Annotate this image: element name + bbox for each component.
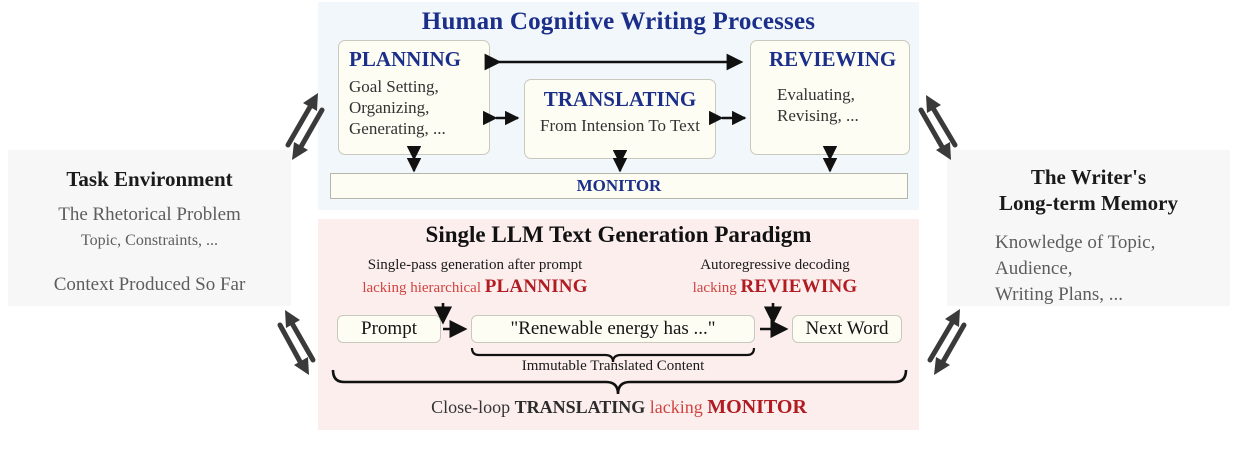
right-lacking-caption: lacking REVIEWING [630,276,920,299]
llm-panel-title: Single LLM Text Generation Paradigm [425,222,812,247]
translating-box: TRANSLATING From Intension To Text [524,79,716,159]
close-loop-prefix: Close-loop [431,397,515,417]
long-term-memory-item: Audience, [995,258,1073,279]
left-lacking-prefix: lacking hierarchical [362,280,485,296]
translating-body: From Intension To Text [540,116,700,135]
right-lacking-strong: REVIEWING [740,276,858,297]
task-environment-panel: Task Environment The Rhetorical Problem … [8,150,291,306]
left-caption: Single-pass generation after prompt [367,257,583,273]
left-lacking-caption: lacking hierarchical PLANNING [330,276,620,299]
long-term-memory-panel: The Writer's Long-term Memory Knowledge … [947,150,1230,306]
reviewing-line-2: Revising, ... [777,106,859,125]
close-loop-strong: TRANSLATING [514,397,646,417]
planning-line-1: Goal Setting, [349,77,439,96]
close-loop-label: Close-loop TRANSLATING lacking MONITOR [330,396,908,419]
right-caption: Autoregressive decoding [700,257,850,273]
human-panel-title: Human Cognitive Writing Processes [421,8,816,35]
planning-line-2: Organizing, [349,98,430,117]
long-term-memory-title-line-1: The Writer's [1030,165,1147,189]
reviewing-line-1: Evaluating, [777,85,855,104]
long-term-memory-title-line-2: Long-term Memory [998,191,1178,215]
prompt-box: Prompt [337,315,441,343]
planning-heading: PLANNING [349,47,462,71]
task-environment-line-2: Topic, Constraints, ... [80,232,219,249]
exchange-arrow-bottom-right-icon [927,309,967,375]
immutable-content-label: Immutable Translated Content [521,358,705,374]
close-loop-lacking: lacking [645,397,708,417]
long-term-memory-item: Knowledge of Topic, [995,232,1156,253]
left-lacking-strong: PLANNING [484,276,588,297]
long-term-memory-item: Writing Plans, ... [995,284,1124,305]
exchange-arrow-bottom-left-icon [277,310,316,375]
task-environment-line-3: Context Produced So Far [53,274,246,295]
planning-line-3: Generating, ... [349,119,446,138]
reviewing-heading: REVIEWING [769,47,897,71]
reviewing-box: REVIEWING Evaluating, Revising, ... [750,40,910,155]
next-word-box: Next Word [792,315,902,343]
task-environment-line-1: The Rhetorical Problem [58,204,241,225]
generated-content-box: "Renewable energy has ..." [471,315,755,343]
exchange-arrow-top-left-icon [285,93,325,160]
monitor-bar: MONITOR [330,173,908,199]
planning-box: PLANNING Goal Setting, Organizing, Gener… [338,40,490,155]
right-lacking-prefix: lacking [692,280,741,296]
task-environment-title: Task Environment [66,167,233,191]
long-term-memory-list: Knowledge of Topic, Audience, Writing Pl… [947,230,1230,308]
close-loop-monitor: MONITOR [707,396,807,418]
translating-heading: TRANSLATING [543,87,697,111]
